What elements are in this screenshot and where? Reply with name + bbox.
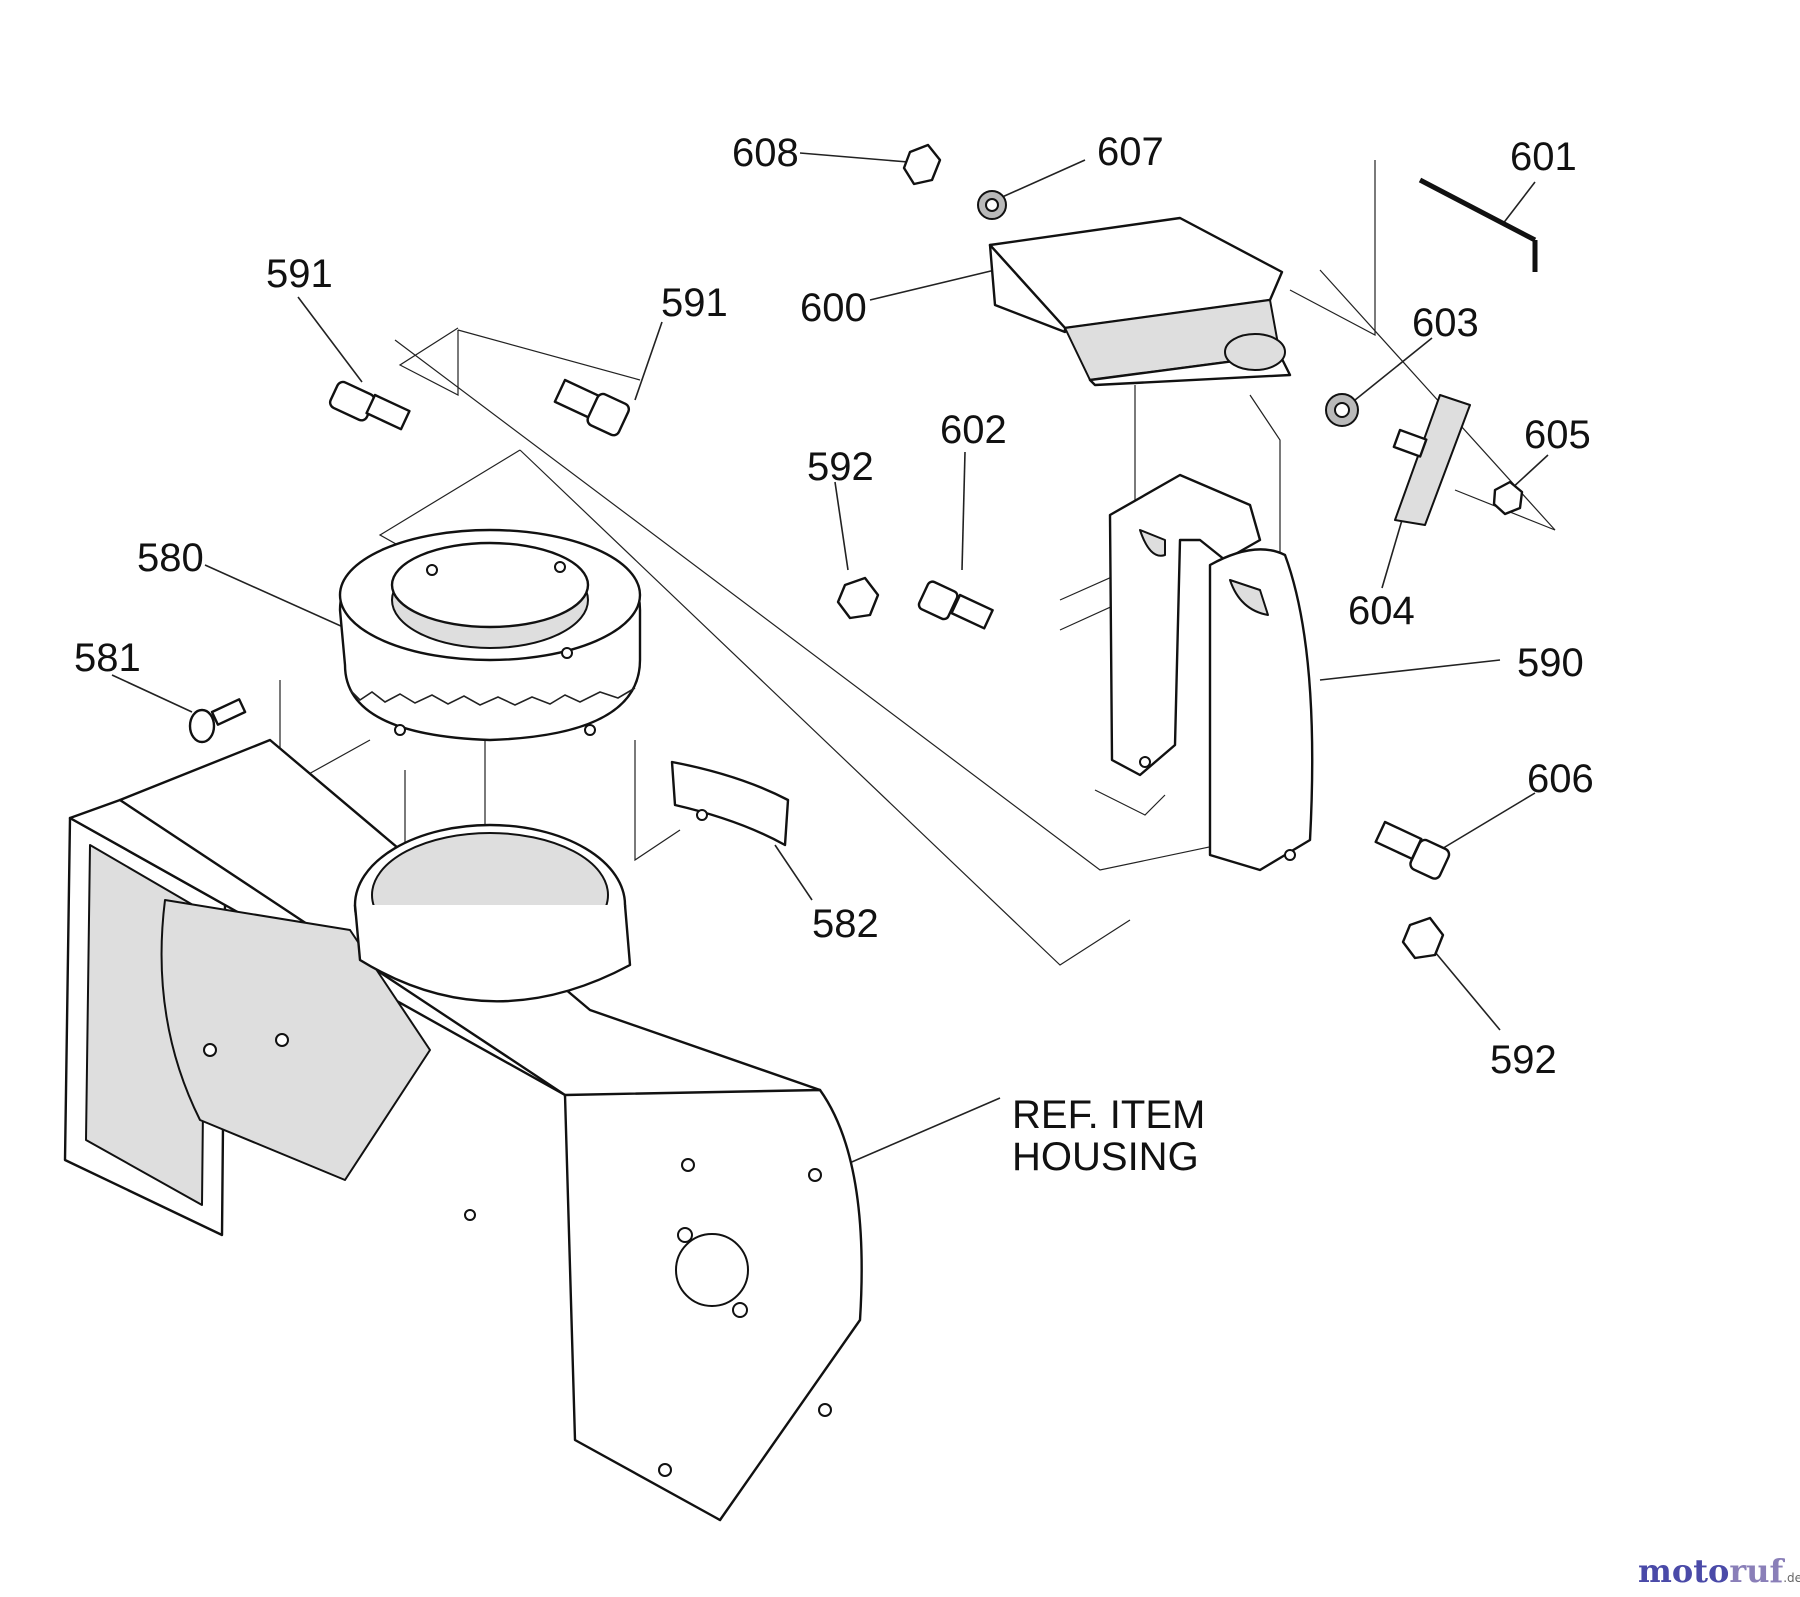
watermark-part1: moto [1638, 1552, 1729, 1590]
label-591-right: 591 [661, 281, 728, 325]
hardware-lower-drawing [836, 576, 1451, 960]
label-591-left: 591 [266, 252, 333, 296]
label-605: 605 [1524, 413, 1591, 457]
part-labels: 608 607 601 591 591 600 603 602 592 605 … [74, 130, 1594, 1179]
part-590-drawing [1108, 473, 1314, 872]
label-603: 603 [1412, 301, 1479, 345]
label-604: 604 [1348, 589, 1415, 633]
label-580: 580 [137, 536, 204, 580]
watermark-logo: motoruf.de [1638, 1552, 1800, 1590]
label-606: 606 [1527, 757, 1594, 801]
part-591-drawing [328, 378, 631, 437]
label-592-upper: 592 [807, 445, 874, 489]
label-607: 607 [1097, 130, 1164, 174]
part-601-drawing [1418, 177, 1538, 272]
label-602: 602 [940, 408, 1007, 452]
label-582: 582 [812, 902, 879, 946]
label-600: 600 [800, 286, 867, 330]
housing-drawing [63, 738, 863, 1522]
label-601: 601 [1510, 135, 1577, 179]
label-592-lower: 592 [1490, 1038, 1557, 1082]
watermark-suffix: .de [1783, 1571, 1800, 1585]
hardware-upper-drawing [902, 143, 1524, 526]
leader-lines [111, 152, 1549, 1181]
label-590: 590 [1517, 641, 1584, 685]
part-580-drawing [338, 528, 642, 742]
label-608: 608 [732, 131, 799, 175]
label-581: 581 [74, 636, 141, 680]
part-581-drawing [188, 698, 247, 744]
part-600-drawing [988, 216, 1292, 387]
ref-item-label: REF. ITEM [1012, 1093, 1205, 1137]
watermark-part2: ruf [1729, 1552, 1785, 1590]
housing-label: HOUSING [1012, 1135, 1199, 1179]
svg-text:motoruf.de: motoruf.de [1638, 1552, 1800, 1590]
part-582-drawing [670, 760, 790, 847]
